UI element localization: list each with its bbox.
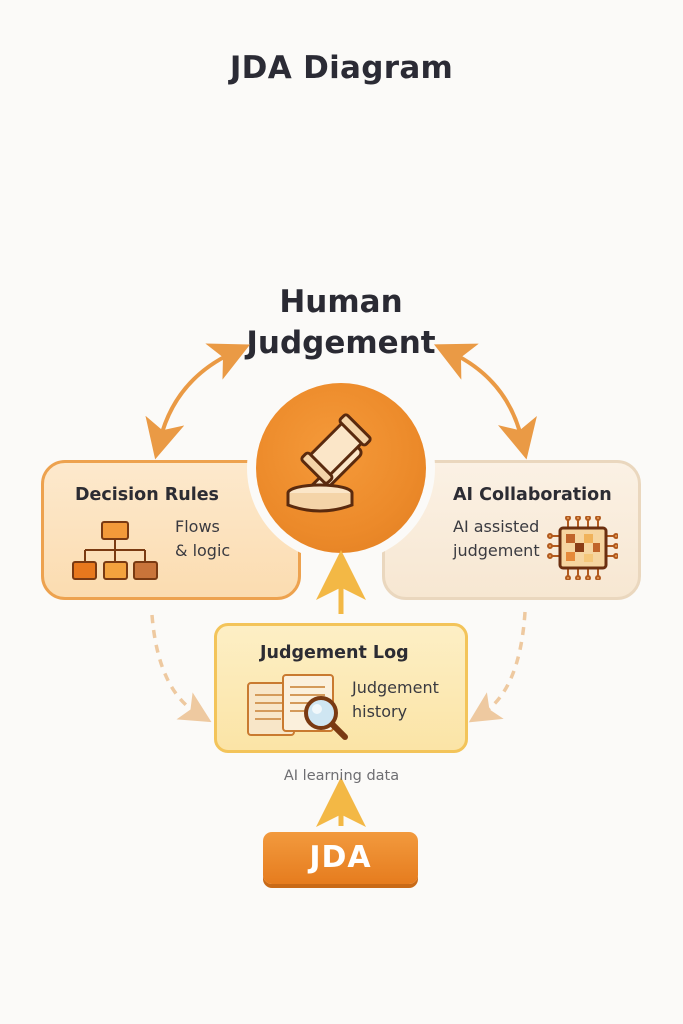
left-dashed-arrow [150, 614, 212, 723]
left-curved-arrow [145, 343, 251, 460]
flowchart-icon [72, 521, 158, 580]
decision-rules-text-line-1: Flows [175, 517, 220, 536]
decision-rules-title: Decision Rules [75, 485, 219, 505]
center-title-line-2: Judgement [246, 325, 436, 361]
gavel-icon [286, 413, 372, 513]
judgement-log-text-line-1: Judgement [352, 678, 439, 697]
decision-rules-text-line-2: & logic [175, 541, 231, 560]
chip-icon [547, 516, 618, 580]
human-judgement-title: Human Judgement [191, 282, 491, 364]
human-judgement-circle-inner [256, 383, 426, 553]
right-curved-arrow [433, 343, 537, 460]
judgement-log-title: Judgement Log [260, 643, 409, 663]
ai-collaboration-title: AI Collaboration [453, 485, 612, 505]
judgement-log-text-line-2: history [352, 702, 408, 721]
document-search-icon [247, 674, 348, 740]
ai-collaboration-text-line-1: AI assisted [453, 517, 540, 536]
judgement-log-card: Judgement Log Judgement history [214, 623, 468, 753]
ai-learning-data-label: AI learning data [283, 768, 400, 784]
decision-rules-text: Flows & logic [175, 515, 230, 563]
judgement-log-text: Judgement history [352, 676, 439, 724]
center-title-line-1: Human [279, 284, 403, 320]
right-dashed-arrow [468, 611, 527, 723]
page-title: JDA Diagram [229, 50, 454, 86]
ai-collaboration-text: AI assisted judgement [453, 515, 540, 563]
human-judgement-circle [247, 374, 435, 562]
jda-button[interactable]: JDA [263, 832, 418, 884]
ai-collaboration-text-line-2: judgement [453, 541, 540, 560]
